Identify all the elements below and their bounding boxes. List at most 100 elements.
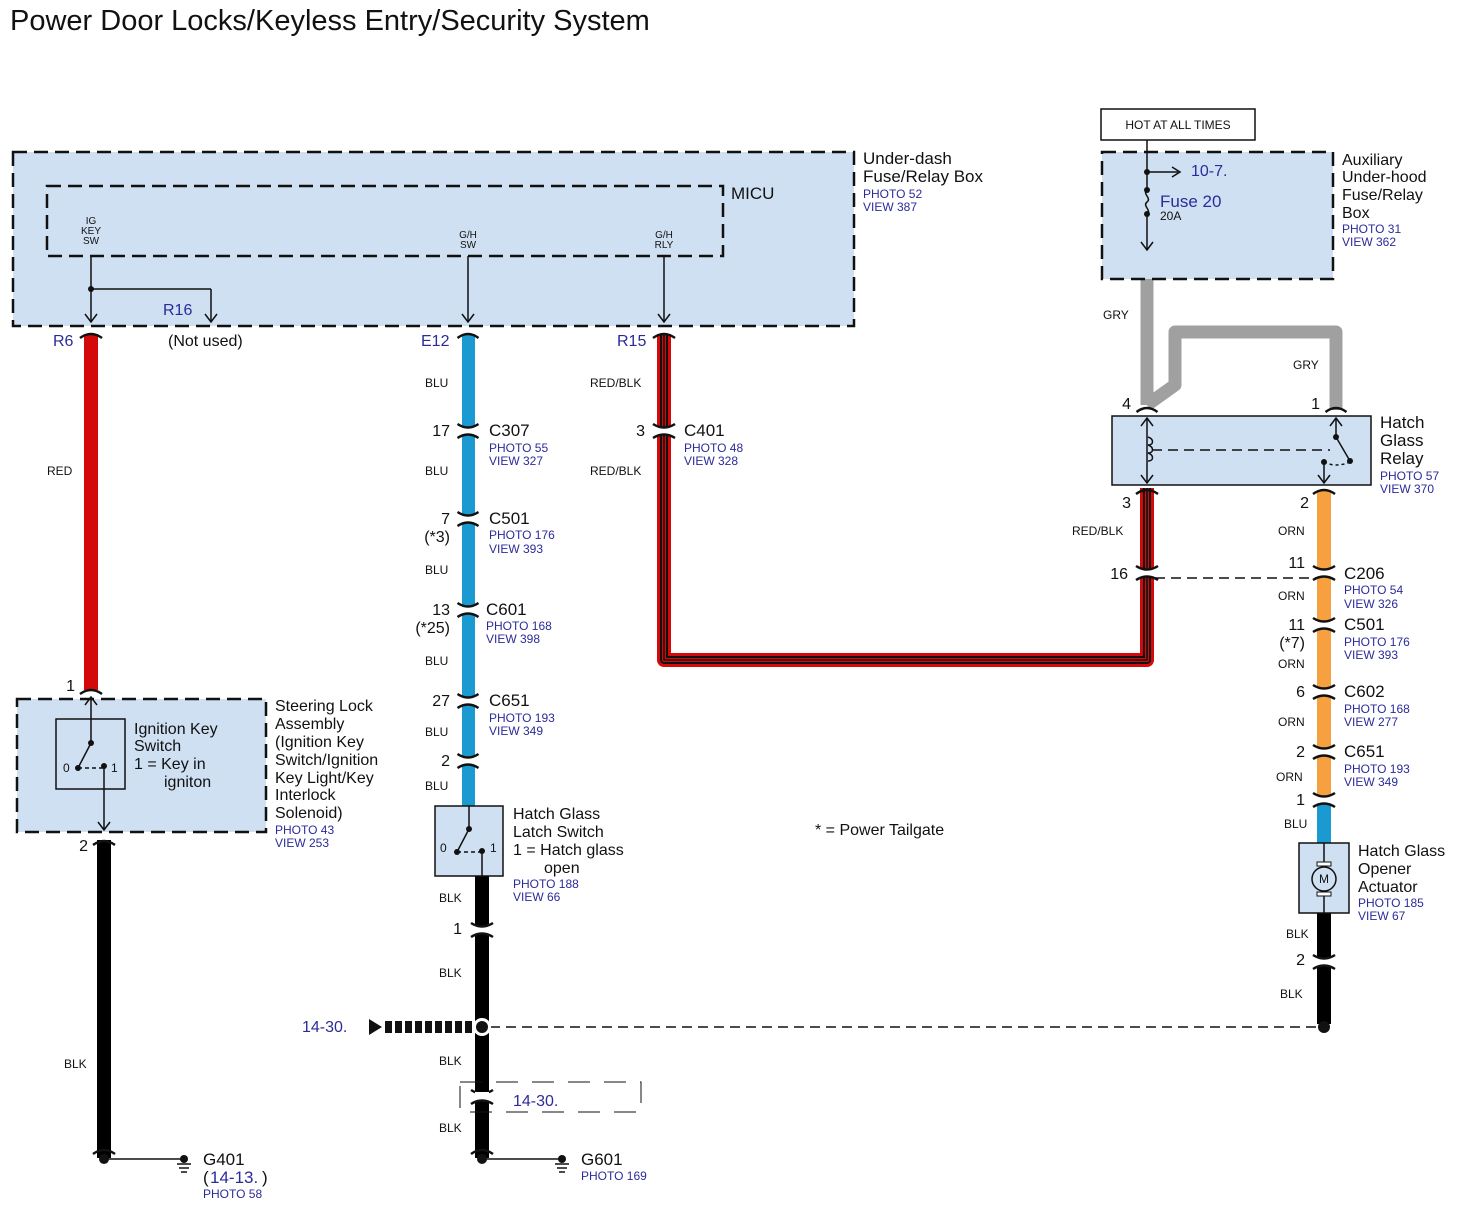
connector-photo[interactable]: PHOTO 176: [1344, 635, 1410, 649]
connector-view[interactable]: VIEW 398: [486, 632, 540, 646]
aux-view[interactable]: VIEW 362: [1342, 235, 1396, 249]
conn-pin: 13: [432, 602, 450, 619]
g401-name: G401: [203, 1150, 245, 1169]
connector-break-icon: [456, 752, 480, 770]
underdash-view[interactable]: VIEW 387: [863, 200, 917, 214]
conn-pin: 11: [1288, 617, 1305, 634]
wire-label-blk-3: BLK: [439, 966, 462, 980]
latch-pos-1: 1: [490, 841, 497, 855]
relay-name-2: Glass: [1380, 431, 1423, 450]
aux-name-4: Box: [1342, 205, 1370, 222]
connector-view[interactable]: VIEW 327: [489, 454, 543, 468]
connector-photo[interactable]: PHOTO 48: [684, 441, 743, 455]
steering-photo[interactable]: PHOTO 43: [275, 823, 334, 837]
steering-name-3: (Ignition Key: [275, 734, 364, 751]
connector-view[interactable]: VIEW 326: [1344, 597, 1398, 611]
relay-pin-4: 4: [1122, 396, 1131, 413]
connector-break-icon: [652, 422, 676, 440]
actuator-name-2: Opener: [1358, 861, 1412, 878]
connector-photo[interactable]: PHOTO 55: [489, 441, 548, 455]
latch-view[interactable]: VIEW 66: [513, 890, 561, 904]
relay-photo[interactable]: PHOTO 57: [1380, 469, 1439, 483]
connector-c602[interactable]: C602: [1344, 682, 1385, 701]
pin-e12: E12: [421, 333, 450, 350]
ref-14-30[interactable]: 14-30.: [302, 1019, 347, 1036]
orn-connectors: 11 C206 PHOTO 54 VIEW 326 11 (*7) C501 P…: [1279, 555, 1410, 809]
connector-photo[interactable]: PHOTO 193: [1344, 762, 1410, 776]
ign-switch-line-2: Switch: [134, 738, 181, 755]
motor-label: M: [1319, 872, 1329, 886]
connector-view[interactable]: VIEW 349: [489, 724, 543, 738]
connector-c401[interactable]: C401: [684, 421, 725, 440]
ref-14-30-box: [459, 1081, 642, 1113]
latch-name-3: 1 = Hatch glass: [513, 842, 624, 859]
connector-end-icon: [1135, 488, 1159, 496]
underdash-photo[interactable]: PHOTO 52: [863, 187, 922, 201]
wire-label-blu-3: BLU: [425, 563, 448, 577]
ref-10-7[interactable]: 10-7.: [1191, 163, 1227, 180]
blu-connectors: 17 C307 PHOTO 55 VIEW 327 7 (*3) C501 PH…: [415, 421, 555, 770]
connector-photo[interactable]: PHOTO 176: [489, 528, 555, 542]
g401-paren-close: ): [262, 1168, 268, 1187]
connector-c601[interactable]: C601: [486, 600, 527, 619]
wire-label-blk-5: BLK: [439, 1121, 462, 1135]
connector-break-icon: [1312, 791, 1336, 809]
connector-symbols: [79, 260, 1348, 1156]
connector-c206[interactable]: C206: [1344, 564, 1385, 583]
conn-pin: 2: [441, 753, 450, 770]
wire-label-blk-1: BLK: [64, 1057, 87, 1071]
relay-pin-3: 3: [1122, 495, 1131, 512]
connector-end-icon: [470, 1148, 494, 1156]
g401-photo[interactable]: PHOTO 58: [203, 1187, 262, 1201]
actuator-view[interactable]: VIEW 67: [1358, 909, 1406, 923]
wire-blu-actuator: [1317, 800, 1331, 844]
ign-switch-line-3: 1 = Key in: [134, 756, 206, 773]
connector-end-icon: [1324, 406, 1348, 414]
connector-photo[interactable]: PHOTO 193: [489, 711, 555, 725]
conn-pin: 6: [1296, 684, 1305, 701]
connector-c307[interactable]: C307: [489, 421, 530, 440]
latch-name-2: Latch Switch: [513, 824, 604, 841]
aux-name-1: Auxiliary: [1342, 152, 1402, 169]
aux-photo[interactable]: PHOTO 31: [1342, 222, 1401, 236]
connector-view[interactable]: VIEW 349: [1344, 775, 1398, 789]
steering-view[interactable]: VIEW 253: [275, 836, 329, 850]
ref-14-30-box-label[interactable]: 14-30.: [513, 1093, 558, 1110]
pin-r6: R6: [53, 333, 74, 350]
g601-photo[interactable]: PHOTO 169: [581, 1169, 647, 1183]
connector-photo[interactable]: PHOTO 168: [486, 619, 552, 633]
wire-label-gry-2: GRY: [1293, 358, 1319, 372]
connector-c651[interactable]: C651: [489, 691, 530, 710]
conn-note: (*3): [424, 529, 450, 546]
latch-photo[interactable]: PHOTO 188: [513, 877, 579, 891]
conn-pin: 2: [1296, 744, 1305, 761]
wire-redblk: [657, 334, 1154, 667]
switch-pos-0: 0: [63, 761, 70, 775]
connector-view[interactable]: VIEW 328: [684, 454, 738, 468]
wire-blu: [462, 334, 475, 808]
wire-label-redblk-2: RED/BLK: [590, 464, 641, 478]
relay-name-3: Relay: [1380, 449, 1424, 468]
relay-view[interactable]: VIEW 370: [1380, 482, 1434, 496]
connector-photo[interactable]: PHOTO 54: [1344, 583, 1403, 597]
g601-name: G601: [581, 1150, 623, 1169]
wire-label-orn-5: ORN: [1276, 770, 1303, 784]
connector-end-icon: [92, 1148, 116, 1156]
connector-end-icon: [456, 332, 480, 340]
connector-c651[interactable]: C651: [1344, 742, 1385, 761]
connector-photo[interactable]: PHOTO 168: [1344, 702, 1410, 716]
connector-c501[interactable]: C501: [489, 509, 530, 528]
ground-icon: [555, 1163, 569, 1173]
connector-view[interactable]: VIEW 393: [489, 542, 543, 556]
connector-break-icon: [1312, 743, 1336, 761]
fuse-20-label: Fuse 20: [1160, 192, 1221, 211]
steering-pin-2: 2: [79, 838, 88, 855]
connector-c501[interactable]: C501: [1344, 615, 1385, 634]
g401-ref[interactable]: 14-13.: [210, 1168, 258, 1187]
ign-switch-line-4: igniton: [164, 774, 211, 791]
splice-point-actuator: [1318, 1021, 1330, 1033]
wire-label-blu-6: BLU: [425, 779, 448, 793]
actuator-photo[interactable]: PHOTO 185: [1358, 896, 1424, 910]
connector-view[interactable]: VIEW 393: [1344, 648, 1398, 662]
connector-view[interactable]: VIEW 277: [1344, 715, 1398, 729]
